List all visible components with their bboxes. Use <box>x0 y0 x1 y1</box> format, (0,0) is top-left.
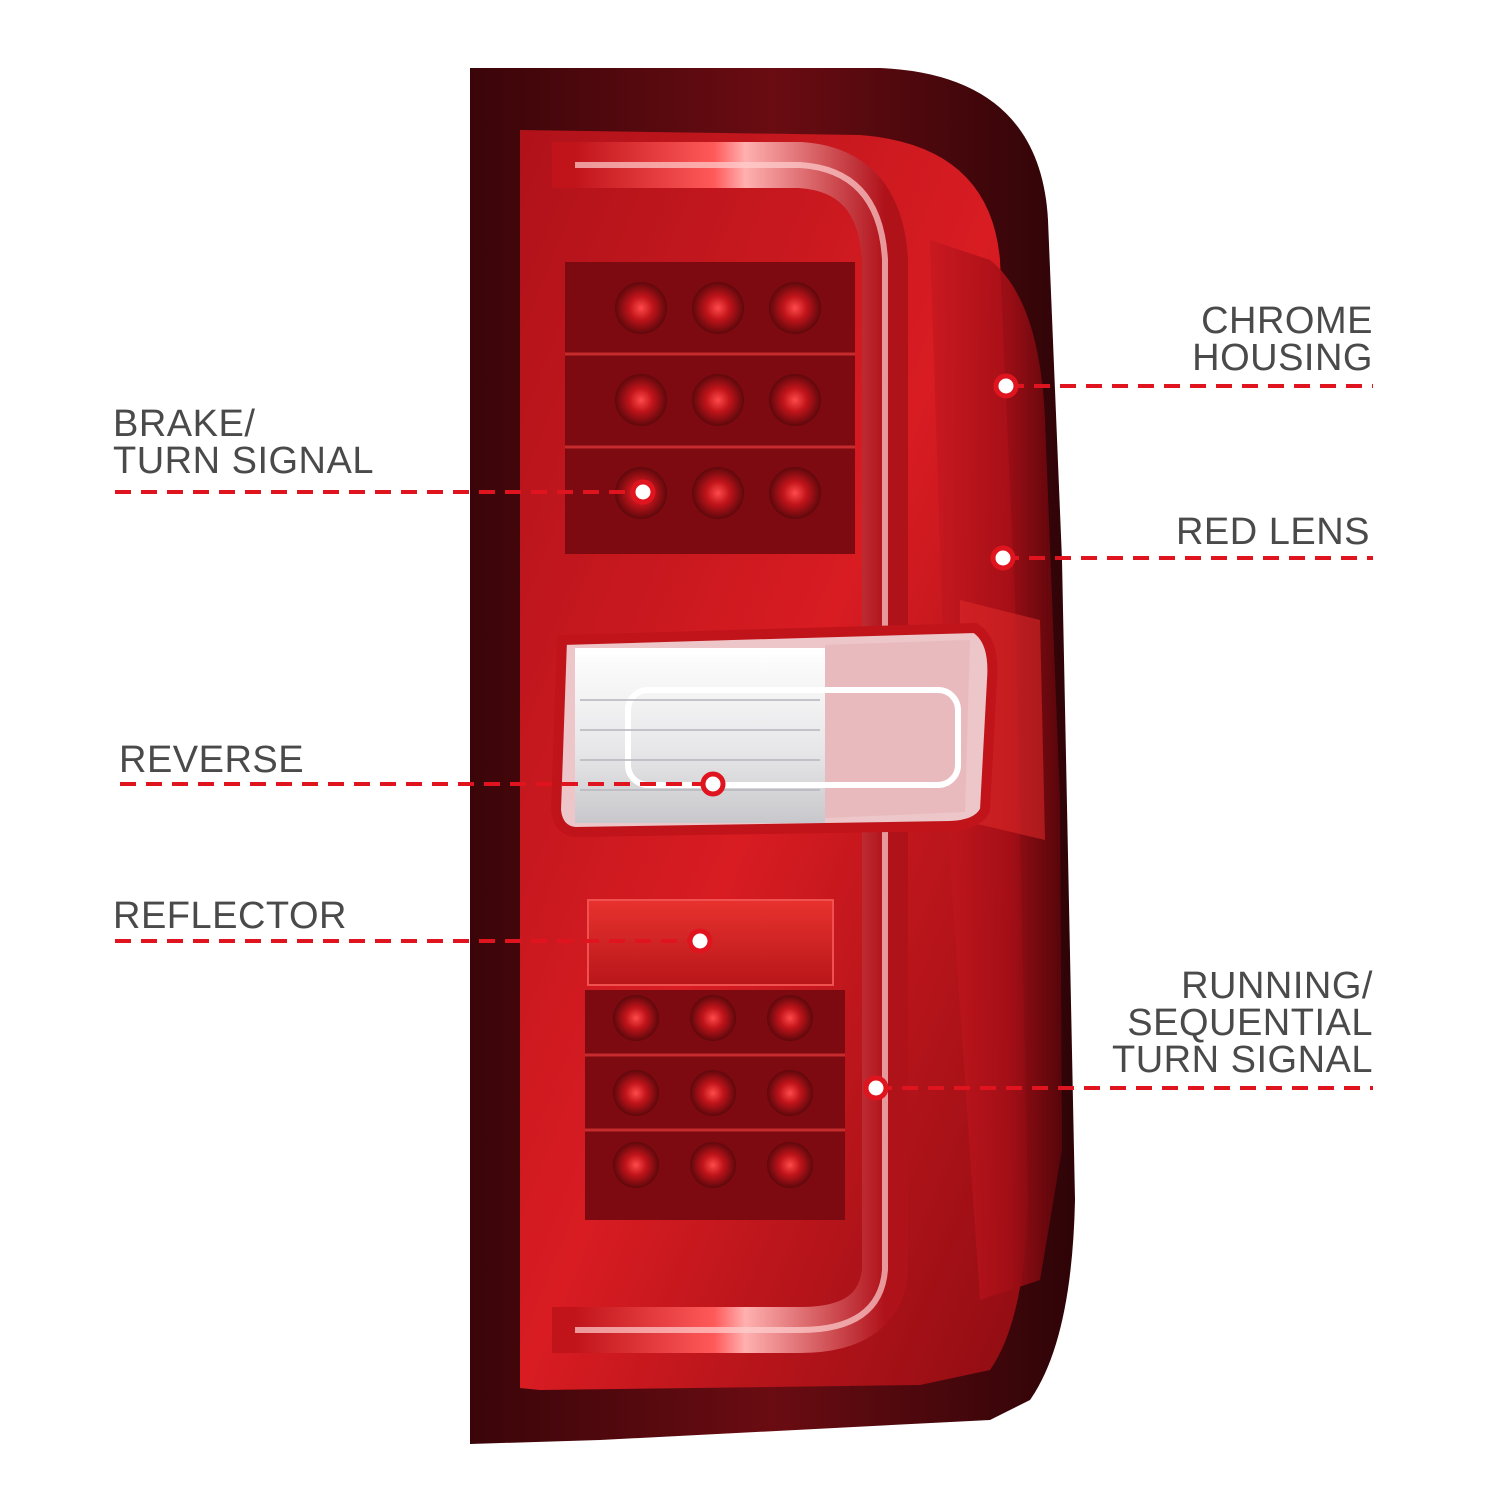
reverse-lens <box>550 622 998 838</box>
label-reverse: REVERSE <box>119 739 305 781</box>
label-chrome-housing: CHROME HOUSING <box>1192 300 1373 379</box>
marker-brake-turn <box>630 479 656 505</box>
label-reflector: REFLECTOR <box>113 895 347 937</box>
callout-markers <box>630 373 1019 1101</box>
marker-reverse <box>700 771 726 797</box>
marker-running-sequential <box>863 1075 889 1101</box>
marker-chrome-housing <box>993 373 1019 399</box>
label-red-lens: RED LENS <box>1175 511 1370 553</box>
marker-red-lens <box>990 545 1016 571</box>
leader-lines <box>115 384 1373 1090</box>
upper-led-cluster <box>565 262 855 554</box>
lower-led-cluster <box>585 990 845 1220</box>
label-brake-turn-signal: BRAKE/ TURN SIGNAL <box>113 403 374 482</box>
label-running-sequential-turn-signal: RUNNING/ SEQUENTIAL TURN SIGNAL <box>1112 965 1373 1081</box>
marker-reflector <box>687 928 713 954</box>
